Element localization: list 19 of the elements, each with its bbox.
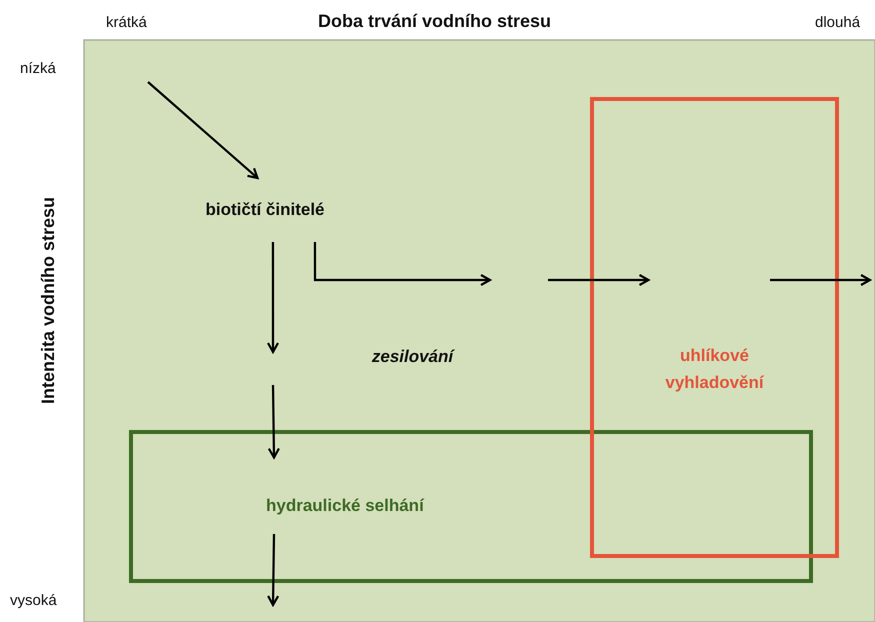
text-label: biotičtí činitelé <box>205 198 325 221</box>
arrow <box>770 274 872 286</box>
axis-label: dlouhá <box>815 14 860 31</box>
text-label: zesilování <box>372 346 454 368</box>
arrow <box>267 534 280 606</box>
arrow <box>548 274 650 286</box>
axis-label: vysoká <box>10 592 57 609</box>
region-frame <box>129 430 813 583</box>
region-frame <box>590 97 839 558</box>
arrow <box>314 242 492 286</box>
axis-title: Doba trvání vodního stresu <box>318 11 552 32</box>
axis-label: nízká <box>20 60 56 77</box>
region-label: uhlíkové vyhladovění <box>664 345 765 394</box>
arrow <box>266 242 280 354</box>
arrow <box>147 81 259 180</box>
arrow <box>268 384 280 459</box>
axis-title: Intenzita vodního stresu <box>38 196 59 404</box>
axis-label: krátká <box>106 14 147 31</box>
region-label: hydraulické selhání <box>266 495 424 518</box>
